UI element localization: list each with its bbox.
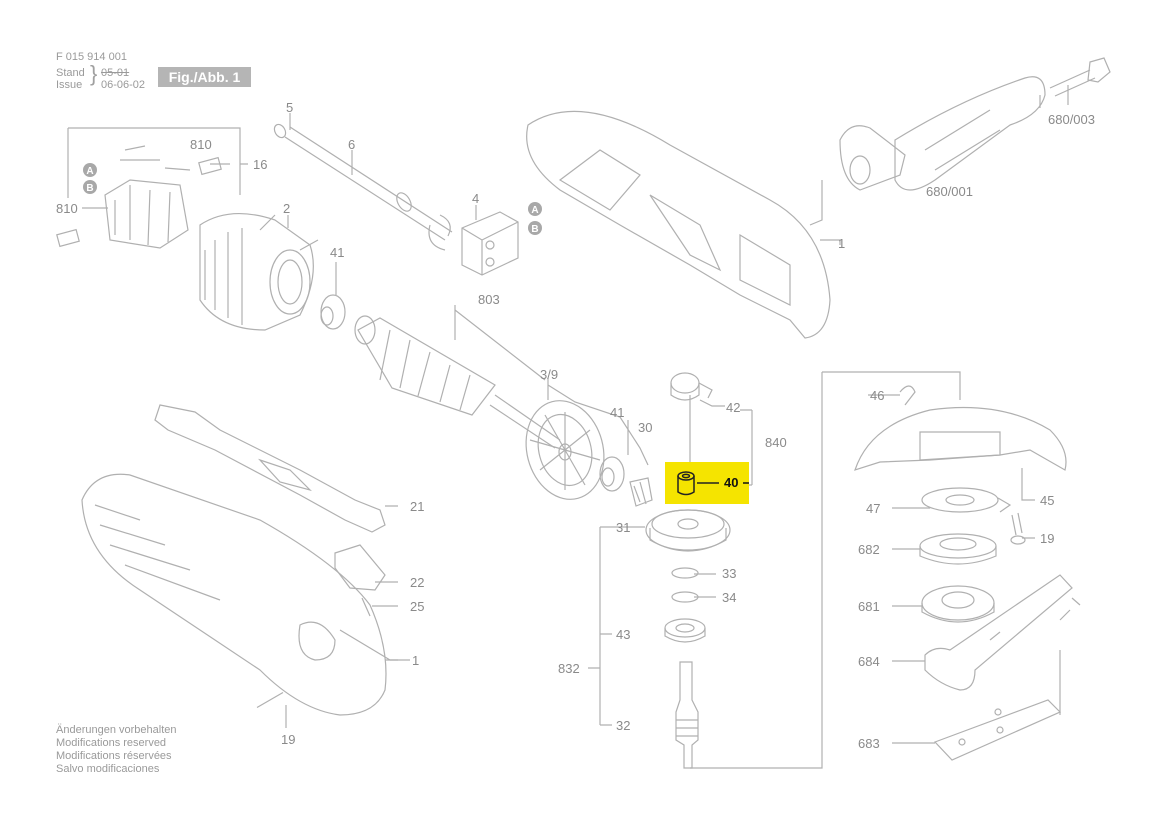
switch-cover-part bbox=[334, 544, 386, 591]
label-3-9: 3/9 bbox=[540, 367, 558, 382]
label-34: 34 bbox=[722, 590, 736, 605]
label-30: 30 bbox=[638, 420, 652, 435]
screw-part bbox=[1010, 512, 1026, 545]
svg-text:A: A bbox=[86, 166, 93, 177]
label-19: 19 bbox=[1040, 531, 1054, 546]
document-number: F 015 914 001 bbox=[56, 51, 127, 63]
label-810: 810 bbox=[56, 201, 78, 216]
footnote-line: Modifications reserved bbox=[56, 737, 167, 749]
auxiliary-handle-part bbox=[809, 76, 1046, 226]
label-4: 4 bbox=[472, 191, 479, 206]
footnote-line: Modifications réservées bbox=[56, 750, 172, 762]
badge-a-icon: A bbox=[83, 163, 97, 177]
ball-bearing-part bbox=[664, 618, 706, 643]
label-840: 840 bbox=[765, 435, 787, 450]
label-25: 25 bbox=[410, 599, 424, 614]
gear-housing-part bbox=[526, 110, 841, 339]
gear-part bbox=[645, 509, 731, 552]
issue-value: 06-06-02 bbox=[101, 79, 146, 91]
footnotes: Änderungen vorbehalten Modifications res… bbox=[56, 724, 176, 776]
armature-part bbox=[354, 315, 561, 449]
bushing-part bbox=[677, 471, 719, 496]
flange-part bbox=[919, 533, 997, 565]
badge-b-icon: B bbox=[83, 180, 97, 194]
cover-part bbox=[154, 404, 386, 533]
washer-part bbox=[671, 567, 699, 579]
label-810: 810 bbox=[190, 137, 212, 152]
label-47: 47 bbox=[866, 501, 880, 516]
footnote-line: Salvo modificaciones bbox=[56, 763, 160, 775]
label-6: 6 bbox=[348, 137, 355, 152]
clamp-ring-part bbox=[921, 487, 1012, 513]
issue-label: Issue bbox=[56, 79, 83, 91]
wrench-part bbox=[933, 650, 1062, 761]
label-32: 32 bbox=[616, 718, 630, 733]
label-680-003: 680/003 bbox=[1048, 112, 1095, 127]
label-31: 31 bbox=[616, 520, 630, 535]
label-684: 684 bbox=[858, 654, 880, 669]
guard-part bbox=[854, 385, 1067, 471]
label-1: 1 bbox=[412, 653, 419, 668]
label-41: 41 bbox=[330, 245, 344, 260]
label-680-001: 680/001 bbox=[926, 184, 973, 199]
label-16: 16 bbox=[253, 157, 267, 172]
label-40: 40 bbox=[724, 475, 738, 490]
bearing-and-pinion-part bbox=[599, 456, 653, 507]
svg-text:B: B bbox=[531, 224, 538, 235]
label-45: 45 bbox=[1040, 493, 1054, 508]
brace-icon: } bbox=[90, 61, 98, 86]
stand-value: 05-01 bbox=[101, 67, 130, 79]
footnote-line: Änderungen vorbehalten bbox=[56, 724, 177, 736]
spindle-part bbox=[675, 661, 699, 769]
label-5: 5 bbox=[286, 100, 293, 115]
bearing-part bbox=[320, 262, 346, 330]
spring-part bbox=[361, 597, 371, 617]
label-46: 46 bbox=[870, 388, 884, 403]
label-42: 42 bbox=[726, 400, 740, 415]
label-33: 33 bbox=[722, 566, 736, 581]
shaft-part bbox=[273, 123, 453, 251]
badge-b-icon: B bbox=[528, 221, 542, 235]
stator-part bbox=[199, 212, 319, 331]
fan-part bbox=[525, 400, 605, 500]
svg-text:A: A bbox=[531, 205, 538, 216]
label-1: 1 bbox=[838, 236, 845, 251]
handle-screw-part bbox=[1049, 57, 1111, 97]
label-682: 682 bbox=[858, 542, 880, 557]
label-43: 43 bbox=[616, 627, 630, 642]
clamping-nut-part bbox=[921, 585, 995, 623]
label-19: 19 bbox=[281, 732, 295, 747]
figure-label: Fig./Abb. 1 bbox=[158, 67, 251, 87]
svg-text:B: B bbox=[86, 183, 93, 194]
label-21: 21 bbox=[410, 499, 424, 514]
label-2: 2 bbox=[283, 201, 290, 216]
motor-housing-part bbox=[81, 473, 410, 716]
label-681: 681 bbox=[858, 599, 880, 614]
brush-holder-part bbox=[56, 145, 222, 249]
spanner-part bbox=[924, 574, 1081, 691]
label-683: 683 bbox=[858, 736, 880, 751]
label-832: 832 bbox=[558, 661, 580, 676]
clamp-part bbox=[670, 372, 725, 407]
switch-part bbox=[461, 211, 519, 276]
label-803: 803 bbox=[478, 292, 500, 307]
badge-a-icon: A bbox=[528, 202, 542, 216]
label-22: 22 bbox=[410, 575, 424, 590]
stand-label: Stand bbox=[56, 67, 85, 79]
label-41: 41 bbox=[610, 405, 624, 420]
